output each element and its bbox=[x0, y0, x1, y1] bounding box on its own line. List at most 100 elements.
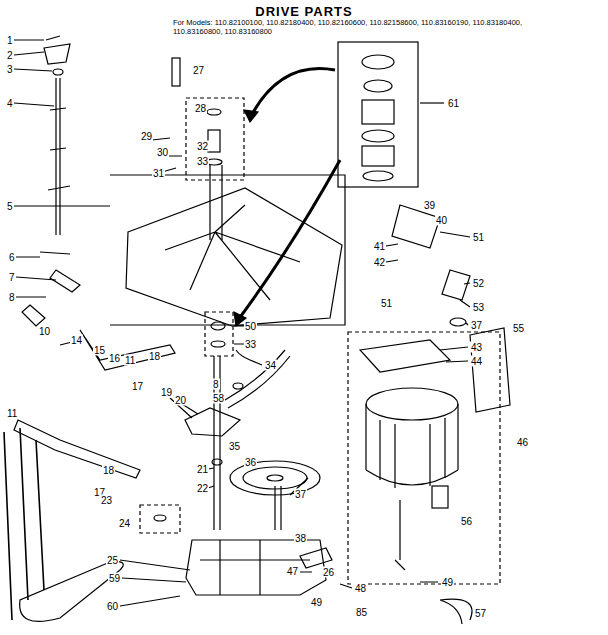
washer bbox=[53, 69, 63, 75]
callout-number: 41 bbox=[373, 241, 386, 252]
callout-number: 33 bbox=[244, 339, 257, 350]
base-plate bbox=[126, 188, 342, 326]
belt-edge bbox=[4, 428, 44, 620]
dashed-group bbox=[205, 312, 233, 356]
callout-number: 4 bbox=[6, 98, 14, 109]
callout-number: 43 bbox=[470, 342, 483, 353]
callout-number: 59 bbox=[108, 573, 121, 584]
bearing bbox=[211, 322, 225, 330]
callout-number: 53 bbox=[472, 302, 485, 313]
brake-lever bbox=[22, 305, 175, 370]
clip bbox=[440, 599, 472, 624]
plate-rib bbox=[165, 205, 300, 300]
callout-number: 14 bbox=[70, 335, 83, 346]
motor bbox=[366, 388, 458, 420]
callout-number: 51 bbox=[380, 298, 393, 309]
actuator-rod bbox=[48, 78, 70, 235]
callout-number: 38 bbox=[294, 533, 307, 544]
leader-line bbox=[120, 478, 312, 606]
callout-number: 5 bbox=[6, 201, 14, 212]
callout-number: 24 bbox=[118, 518, 131, 529]
parts-kit-box bbox=[338, 42, 418, 187]
callout-number: 22 bbox=[196, 483, 209, 494]
callout-number: 49 bbox=[310, 597, 323, 608]
bearing bbox=[208, 130, 220, 152]
leader-line bbox=[14, 40, 110, 297]
callout-number: 37 bbox=[470, 320, 483, 331]
shield bbox=[470, 328, 510, 412]
callout-number: 49 bbox=[441, 577, 454, 588]
callout-number: 60 bbox=[106, 601, 119, 612]
callout-number: 44 bbox=[470, 356, 483, 367]
callout-number: 39 bbox=[423, 200, 436, 211]
callout-number: 40 bbox=[435, 215, 448, 226]
callout-number: 11 bbox=[124, 355, 136, 366]
frame-bracket bbox=[110, 175, 345, 325]
callout-number: 35 bbox=[228, 441, 241, 452]
callout-number: 23 bbox=[100, 495, 113, 506]
curved-arrow bbox=[250, 69, 335, 118]
callout-number: 15 bbox=[93, 345, 106, 356]
seal bbox=[207, 109, 221, 115]
callout-number: 58 bbox=[212, 393, 225, 404]
callout-number: 18 bbox=[148, 351, 161, 362]
callout-number: 25 bbox=[106, 555, 119, 566]
callout-number: 31 bbox=[152, 168, 165, 179]
callout-number: 56 bbox=[460, 516, 473, 527]
dashed-group bbox=[348, 332, 500, 584]
callout-number: 85 bbox=[355, 607, 368, 618]
callout-number: 7 bbox=[8, 272, 16, 283]
tube bbox=[172, 58, 180, 86]
leader-line bbox=[386, 232, 470, 362]
callout-number: 46 bbox=[516, 437, 529, 448]
mount-plate bbox=[360, 340, 450, 372]
callout-number: 32 bbox=[196, 141, 209, 152]
callout-number: 42 bbox=[373, 257, 386, 268]
switch bbox=[392, 205, 470, 300]
callout-number: 50 bbox=[244, 321, 257, 332]
drive-belt bbox=[20, 562, 124, 622]
shift-bracket bbox=[44, 36, 70, 64]
callout-number: 51 bbox=[472, 232, 485, 243]
callout-number: 55 bbox=[512, 323, 525, 334]
callout-number: 29 bbox=[140, 131, 153, 142]
hose bbox=[225, 350, 290, 408]
curved-arrow bbox=[238, 160, 340, 320]
callout-number: 18 bbox=[102, 465, 115, 476]
model-list: For Models: 110.82100100, 110.82180400, … bbox=[172, 18, 564, 36]
pump bbox=[185, 408, 240, 436]
callout-number: 11 bbox=[6, 408, 18, 419]
callout-number: 17 bbox=[131, 381, 144, 392]
callout-number: 1 bbox=[6, 35, 14, 46]
callout-number: 3 bbox=[6, 64, 14, 75]
leader-line bbox=[420, 102, 444, 103]
seal bbox=[211, 341, 225, 347]
callout-number: 10 bbox=[38, 326, 51, 337]
callout-number: 61 bbox=[447, 98, 460, 109]
callout-number: 36 bbox=[244, 457, 257, 468]
clip bbox=[40, 252, 80, 292]
callout-number: 20 bbox=[174, 395, 187, 406]
callout-number: 37 bbox=[294, 489, 307, 500]
callout-number: 8 bbox=[8, 292, 16, 303]
callout-number: 28 bbox=[194, 103, 207, 114]
callout-number: 48 bbox=[354, 583, 367, 594]
callout-number: 2 bbox=[6, 50, 14, 61]
gear-case bbox=[186, 540, 326, 595]
callout-number: 26 bbox=[322, 567, 335, 578]
callout-number: 34 bbox=[264, 360, 277, 371]
leader-line bbox=[234, 326, 262, 365]
dashed-group bbox=[186, 98, 244, 180]
leader-line bbox=[170, 398, 234, 488]
callout-number: 8 bbox=[212, 379, 220, 390]
dashed-group bbox=[140, 505, 180, 533]
callout-number: 33 bbox=[196, 156, 209, 167]
callout-number: 21 bbox=[196, 464, 209, 475]
page-title: DRIVE PARTS bbox=[0, 4, 608, 19]
callout-number: 47 bbox=[286, 566, 299, 577]
callout-number: 30 bbox=[156, 147, 169, 158]
callout-number: 52 bbox=[472, 278, 485, 289]
callout-number: 19 bbox=[160, 387, 173, 398]
callout-number: 6 bbox=[8, 252, 16, 263]
lever bbox=[14, 420, 140, 478]
